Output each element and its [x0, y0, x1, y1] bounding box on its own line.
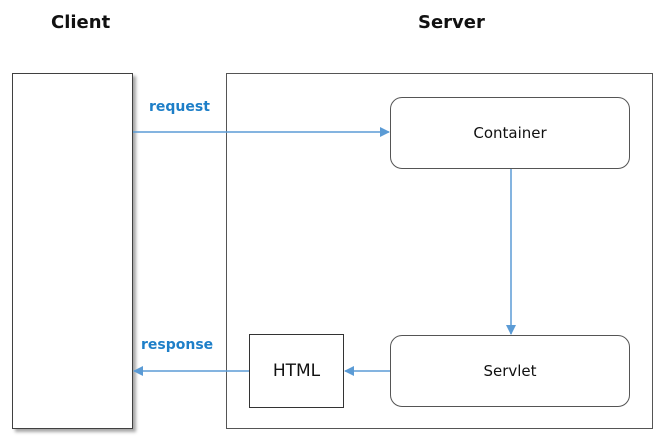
- container-label: Container: [473, 124, 547, 142]
- client-box: [12, 73, 133, 429]
- request-label: request: [149, 99, 210, 115]
- servlet-label: Servlet: [483, 362, 537, 380]
- html-label: HTML: [272, 361, 321, 381]
- server-heading: Server: [418, 12, 485, 33]
- client-heading: Client: [51, 12, 111, 33]
- servlet-node: Servlet: [390, 335, 630, 407]
- container-node: Container: [390, 97, 630, 169]
- response-label: response: [141, 337, 214, 353]
- html-node: HTML: [249, 334, 344, 408]
